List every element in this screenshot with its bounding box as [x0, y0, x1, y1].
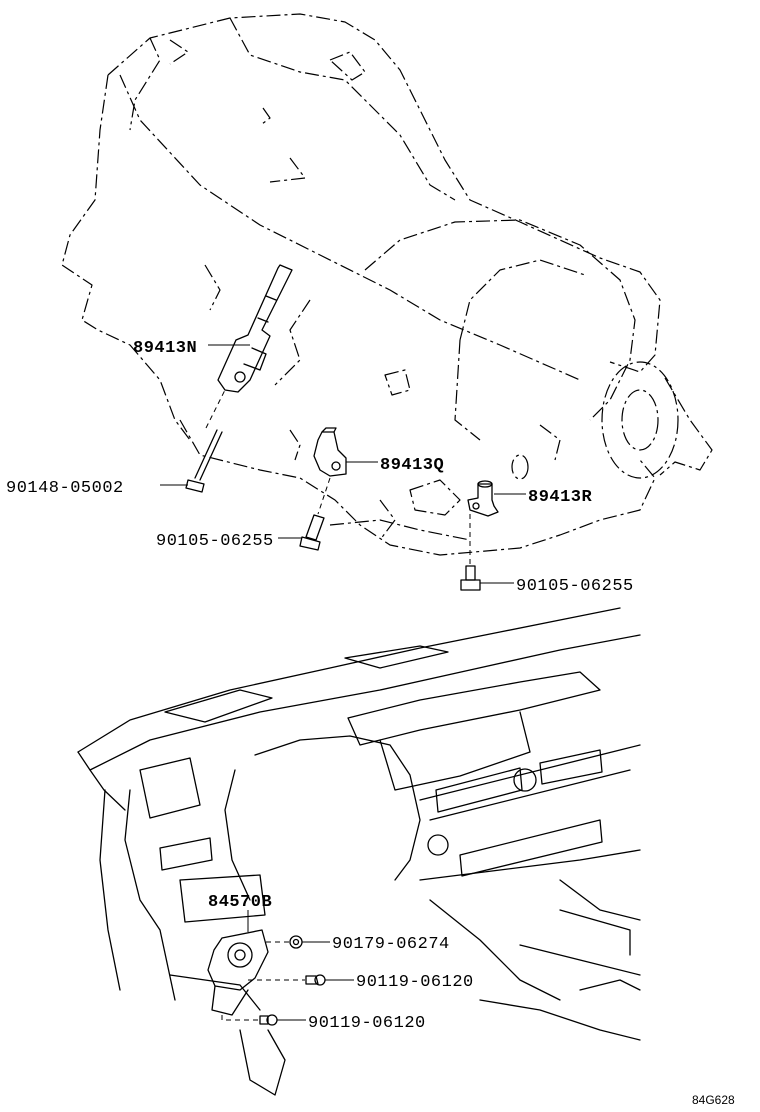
- screw-90119-06120-lower: [259, 1014, 278, 1026]
- bolt-90105-06255-q: [299, 514, 325, 551]
- speed-sensor-89413R: [467, 480, 499, 566]
- label-84570B: 84570B: [208, 893, 272, 912]
- label-90179-06274: 90179-06274: [332, 935, 450, 954]
- instrument-panel-outline: [77, 607, 641, 1096]
- bolt-90105-06255-r: [460, 565, 481, 591]
- nut-90179-06274: [289, 935, 303, 949]
- label-90119-06120-upper: 90119-06120: [356, 973, 474, 992]
- label-89413R: 89413R: [528, 488, 593, 507]
- label-90119-06120-lower: 90119-06120: [308, 1014, 426, 1033]
- neutral-switch-89413N: [217, 264, 293, 393]
- speed-sensor-89413Q: [313, 427, 347, 515]
- label-89413N: 89413N: [133, 339, 197, 358]
- bolt-90148-05002: [185, 387, 227, 493]
- transmission-housing-outline: [61, 13, 713, 556]
- screw-90119-06120-upper: [305, 974, 326, 986]
- label-90105-06255-r: 90105-06255: [516, 577, 634, 596]
- label-90105-06255-q: 90105-06255: [156, 532, 274, 551]
- diagram-ref-code: 84G628: [692, 1093, 735, 1107]
- label-90148-05002: 90148-05002: [6, 479, 124, 498]
- switch-assembly-84570B: [207, 929, 305, 1021]
- label-89413Q: 89413Q: [380, 456, 444, 475]
